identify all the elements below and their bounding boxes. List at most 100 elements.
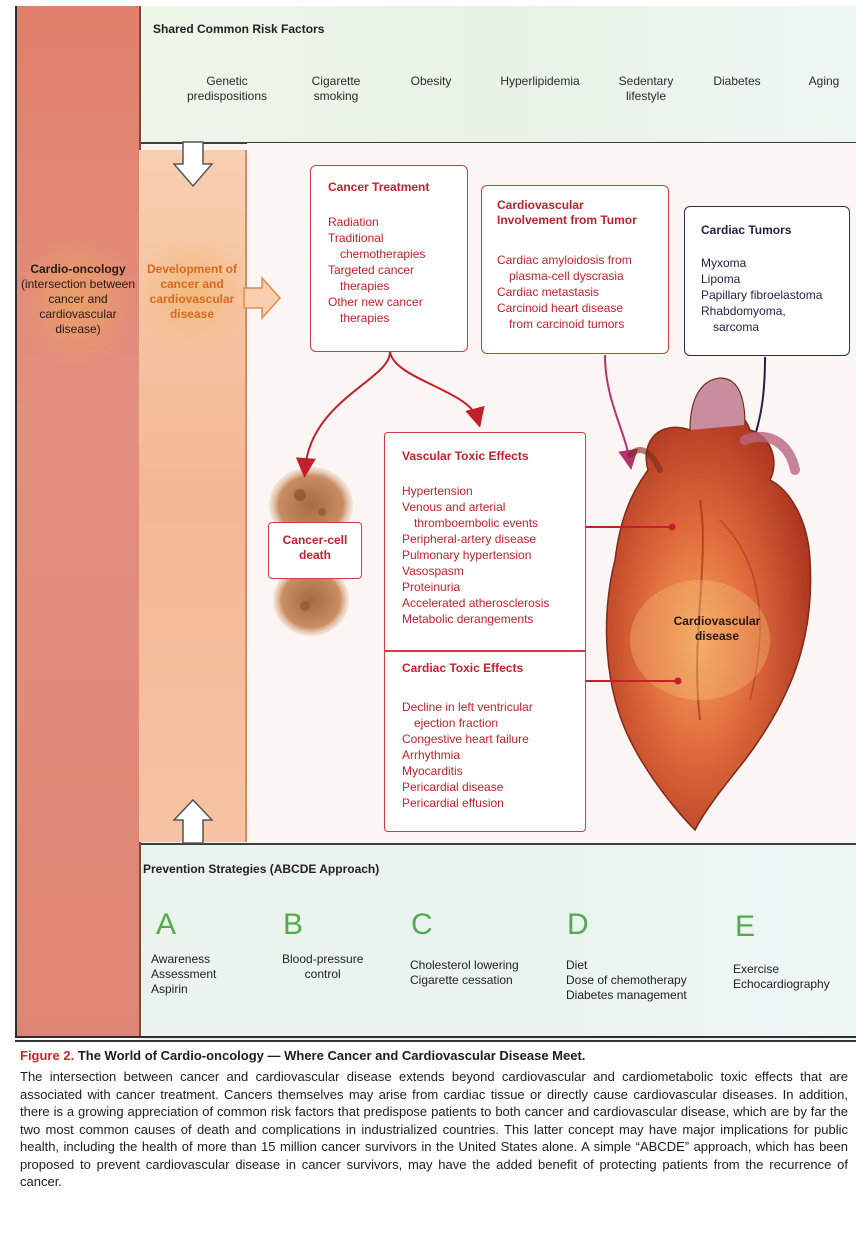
involvement-item: from carcinoid tumors — [497, 316, 632, 332]
cardiovascular-disease-label: Cardiovascular disease — [662, 614, 772, 644]
cardiac-toxic-item: Congestive heart failure — [402, 731, 533, 747]
prevention-item: Diabetes management — [566, 988, 687, 1003]
risk-obesity-line1: Obesity — [411, 74, 452, 88]
risk-smoking-line1: Cigarette — [312, 74, 361, 88]
risk-sedentary: Sedentary lifestyle — [608, 74, 684, 104]
cardio-oncology-title: Cardio-oncology — [30, 262, 125, 276]
heart-label-line1: Cardiovascular — [674, 614, 761, 628]
heart-label-line2: disease — [695, 629, 739, 643]
cell-spot-3 — [300, 601, 310, 611]
cardiac-toxic-item: Arrhythmia — [402, 747, 533, 763]
vascular-toxic-item: Vasospasm — [402, 563, 549, 579]
prevention-item: Cigarette cessation — [410, 973, 519, 988]
involvement-title-line2: Involvement from Tumor — [497, 213, 637, 227]
prevention-letter-c: C — [411, 908, 433, 942]
cancer-treatment-item: therapies — [328, 278, 425, 294]
risk-obesity: Obesity — [396, 74, 466, 89]
vascular-toxic-item: Peripheral-artery disease — [402, 531, 549, 547]
cardiac-toxic-item: Pericardial disease — [402, 779, 533, 795]
figure-label: Figure 2. — [20, 1048, 74, 1063]
prevention-item: Dose of chemotherapy — [566, 973, 687, 988]
prevention-heading: Prevention Strategies (ABCDE Approach) — [143, 862, 379, 876]
risk-sedentary-line2: lifestyle — [626, 89, 666, 103]
cardiac-tumors-item: Myxoma — [701, 255, 822, 271]
cardiac-tumors-item: sarcoma — [701, 319, 822, 335]
development-right-arrow — [244, 278, 280, 318]
prevention-item: Awareness — [151, 952, 216, 967]
vascular-connector-dot — [669, 524, 676, 531]
vascular-toxic-item: thromboembolic events — [402, 515, 549, 531]
prevention-list-b: Blood-pressure control — [282, 952, 363, 982]
cardiac-tumors-item: Rhabdomyoma, — [701, 303, 822, 319]
cancer-treatment-box: Cancer Treatment Radiation Traditional c… — [310, 165, 468, 352]
risk-sedentary-line1: Sedentary — [619, 74, 674, 88]
vascular-toxic-title: Vascular Toxic Effects — [402, 449, 529, 464]
vascular-toxic-item: Venous and arterial — [402, 499, 549, 515]
vascular-toxic-list: Hypertension Venous and arterial thrombo… — [402, 483, 549, 627]
cancer-treatment-item: Radiation — [328, 214, 425, 230]
prevention-item: Diet — [566, 958, 687, 973]
cardiac-toxic-item: Myocarditis — [402, 763, 533, 779]
arrow-to-vascular-effects — [390, 352, 478, 420]
prevention-letter-b: B — [283, 908, 303, 942]
involvement-title-line1: Cardiovascular — [497, 198, 584, 212]
prevention-up-arrow — [174, 800, 212, 843]
involvement-title: Cardiovascular Involvement from Tumor — [497, 198, 637, 228]
involvement-item: Carcinoid heart disease — [497, 300, 632, 316]
risk-aging: Aging — [796, 74, 852, 89]
prevention-list-e: Exercise Echocardiography — [733, 962, 830, 992]
vascular-toxic-item: Metabolic derangements — [402, 611, 549, 627]
cancer-treatment-item: Other new cancer — [328, 294, 425, 310]
risk-aging-line1: Aging — [809, 74, 840, 88]
cardiac-toxic-list: Decline in left ventricular ejection fra… — [402, 699, 533, 811]
cardiac-tumors-item: Lipoma — [701, 271, 822, 287]
toxic-effects-box: Vascular Toxic Effects Hypertension Veno… — [384, 432, 586, 832]
cardiac-connector-dot — [675, 678, 682, 685]
cell-spot-2 — [318, 508, 326, 516]
figure-caption-title: Figure 2. The World of Cardio-oncology —… — [20, 1048, 585, 1063]
prevention-list-d: Diet Dose of chemotherapy Diabetes manag… — [566, 958, 687, 1003]
heart-illustration — [607, 378, 811, 830]
risk-genetic: Genetic predispositions — [168, 74, 286, 104]
prevention-item: Cholesterol lowering — [410, 958, 519, 973]
toxic-divider — [385, 650, 585, 652]
risk-genetic-line2: predispositions — [187, 89, 267, 103]
vascular-toxic-item: Hypertension — [402, 483, 549, 499]
involvement-list: Cardiac amyloidosis from plasma-cell dys… — [497, 252, 632, 332]
involvement-item: Cardiac amyloidosis from — [497, 252, 632, 268]
cancer-cell-death-label: Cancer-cell death — [269, 533, 361, 563]
cardiac-toxic-title: Cardiac Toxic Effects — [402, 661, 523, 676]
cancer-cell-death-line1: Cancer-cell — [283, 533, 348, 547]
risk-down-arrow — [174, 142, 212, 186]
development-label: Development of cancer and cardiovascular… — [143, 262, 241, 322]
involvement-item: plasma-cell dyscrasia — [497, 268, 632, 284]
cardiac-tumors-list: Myxoma Lipoma Papillary fibroelastoma Rh… — [701, 255, 822, 335]
cancer-treatment-item: Traditional — [328, 230, 425, 246]
cardiac-toxic-item: Pericardial effusion — [402, 795, 533, 811]
vascular-toxic-item: Accelerated atherosclerosis — [402, 595, 549, 611]
cancer-treatment-list: Radiation Traditional chemotherapies Tar… — [328, 214, 425, 326]
cancer-treatment-item: chemotherapies — [328, 246, 425, 262]
prevention-item: Blood-pressure — [282, 952, 363, 967]
prevention-letter-a: A — [156, 908, 176, 942]
cancer-cell-death-line2: death — [299, 548, 331, 562]
risk-smoking-line2: smoking — [314, 89, 359, 103]
prevention-item: Aspirin — [151, 982, 216, 997]
risk-diabetes-line1: Diabetes — [713, 74, 760, 88]
figure-caption-body: The intersection between cancer and card… — [20, 1068, 848, 1191]
caption-rule — [15, 1040, 856, 1042]
cardiac-tumors-title: Cardiac Tumors — [701, 223, 791, 238]
prevention-item: Assessment — [151, 967, 216, 982]
prevention-letter-e: E — [735, 910, 755, 944]
cardiovascular-involvement-box: Cardiovascular Involvement from Tumor Ca… — [481, 185, 669, 354]
cardiac-toxic-item: Decline in left ventricular — [402, 699, 533, 715]
risk-hyperlipidemia-line1: Hyperlipidemia — [500, 74, 579, 88]
figure-title: The World of Cardio-oncology — Where Can… — [78, 1048, 586, 1063]
risk-genetic-line1: Genetic — [206, 74, 247, 88]
cell-spot-1 — [294, 489, 306, 501]
prevention-letter-d: D — [567, 908, 589, 942]
prevention-item: Echocardiography — [733, 977, 830, 992]
risk-hyperlipidemia: Hyperlipidemia — [488, 74, 592, 89]
prevention-item: Exercise — [733, 962, 830, 977]
